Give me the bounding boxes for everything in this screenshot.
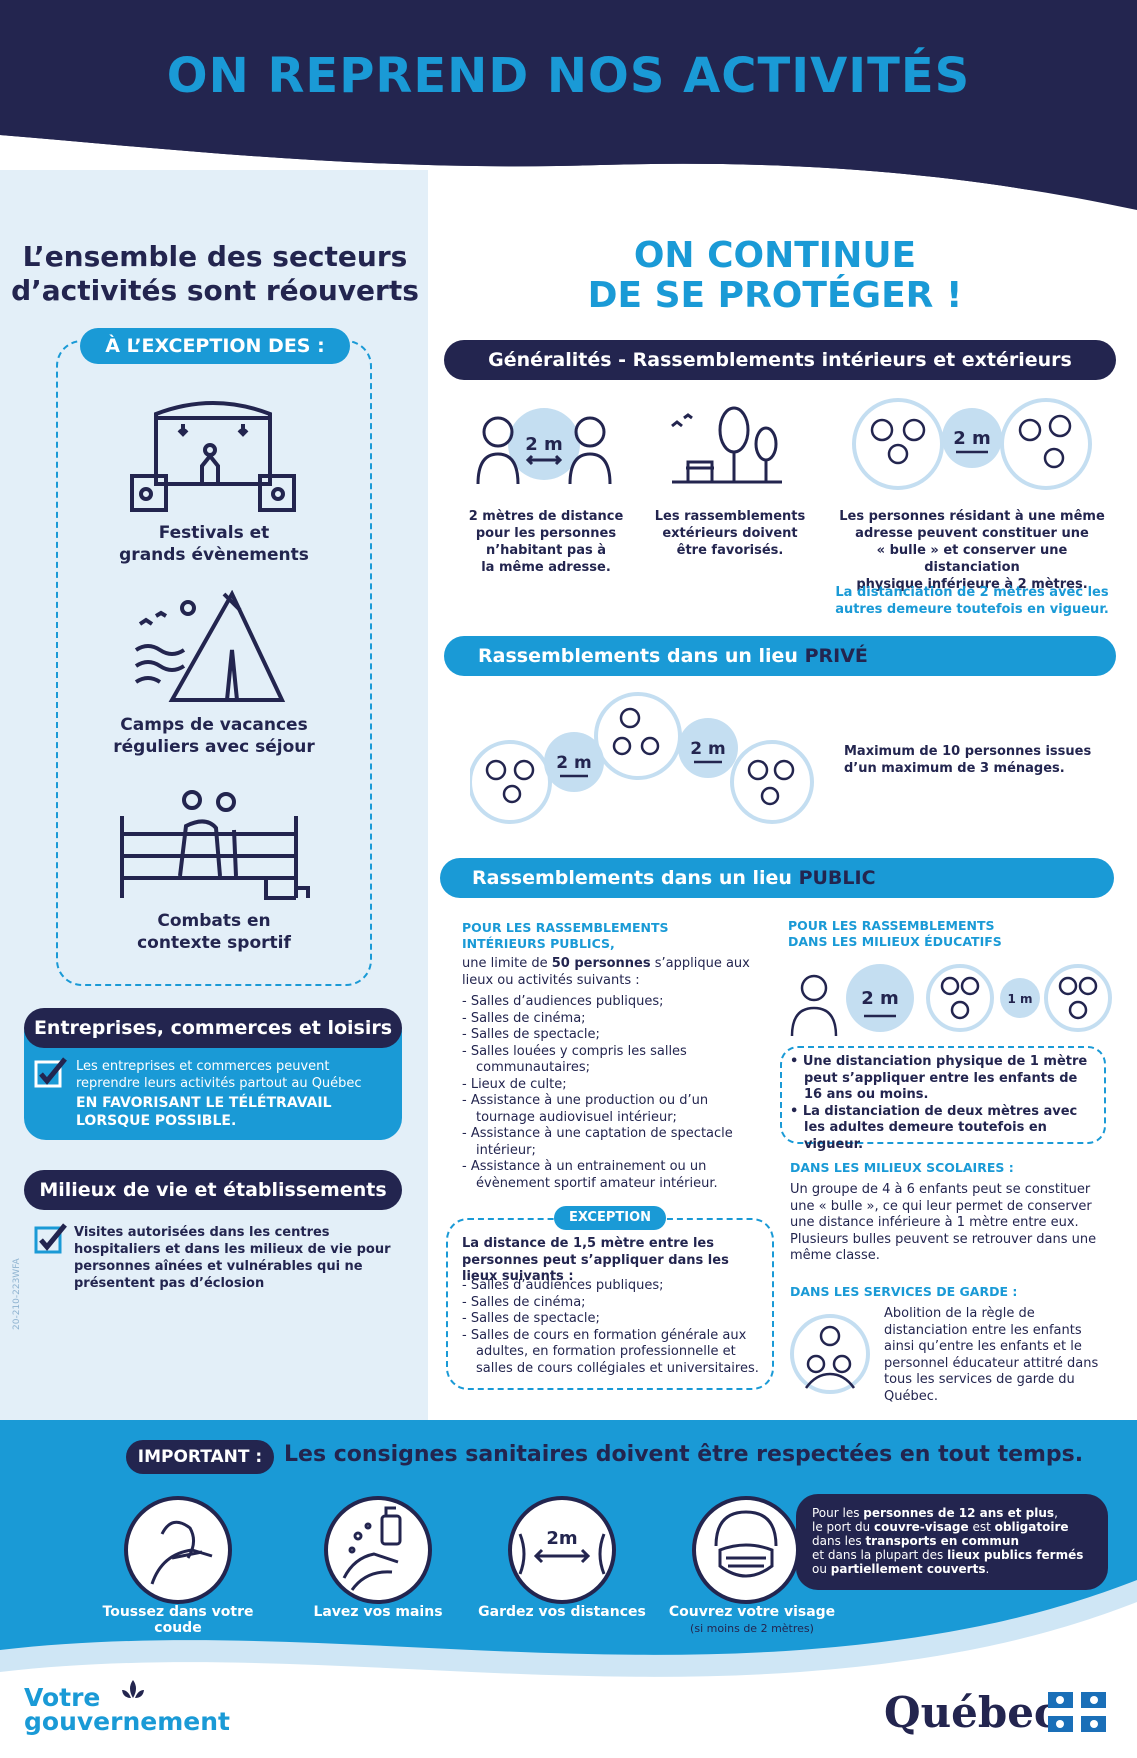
header-wave bbox=[0, 130, 1137, 190]
two-people-distance-icon: 2 m bbox=[476, 408, 612, 485]
checkbox-icon bbox=[34, 1057, 67, 1088]
boxing-ring-icon bbox=[120, 790, 310, 900]
exception-label: À L’EXCEPTION DES : bbox=[80, 328, 350, 364]
checkbox-icon bbox=[34, 1223, 67, 1254]
distance-label: 1 m bbox=[1007, 992, 1032, 1006]
tent-icon bbox=[134, 590, 286, 702]
edu-distance-icon: 2 m 1 m bbox=[790, 964, 1112, 1037]
distance-label: 2 m bbox=[953, 428, 991, 449]
stage-icon bbox=[130, 401, 296, 512]
quebec-logo: Québec bbox=[884, 1688, 1060, 1737]
distance-label: 2 m bbox=[556, 753, 591, 773]
distance-label: 2 m bbox=[861, 988, 899, 1009]
milieux-title: Milieux de vie et établissements bbox=[24, 1170, 402, 1210]
public-interior-intro: une limite de 50 personnes s’applique au… bbox=[462, 956, 750, 988]
section-prive-title: Rassemblements dans un lieu PRIVÉ bbox=[444, 636, 1116, 676]
private-gathering-icon: 2 m 2 m bbox=[470, 692, 814, 824]
milieux-text: Visites autorisées dans les centres hosp… bbox=[74, 1225, 391, 1291]
wash-hands-icon bbox=[324, 1496, 432, 1604]
exception-pill: EXCEPTION bbox=[554, 1206, 666, 1230]
keep-distance-icon: 2m bbox=[508, 1496, 616, 1604]
exception-text: La distance de 1,5 mètre entre les perso… bbox=[462, 1236, 729, 1284]
business-text: Les entreprises et commerces peuvent rep… bbox=[76, 1059, 362, 1091]
quebec-flag-icon bbox=[1048, 1692, 1106, 1732]
garde-heading: DANS LES SERVICES DE GARDE : bbox=[790, 1284, 1018, 1299]
votre-gouvernement-logo: Votre gouvernement bbox=[24, 1683, 230, 1736]
edu-bullets: Une distanciation physique de 1 mètre pe… bbox=[790, 1054, 1096, 1153]
section-public-title: Rassemblements dans un lieu PUBLIC bbox=[440, 858, 1114, 898]
distance-label: 2 m bbox=[525, 434, 563, 455]
daycare-icon bbox=[790, 1314, 870, 1394]
sign-label-cough: Toussez dans votre coude bbox=[102, 1604, 254, 1636]
public-interior-list: Salles d’audiences publiques; Salles de … bbox=[462, 994, 762, 1192]
mask-info-text: Pour les personnes de 12 ans et plus, le… bbox=[812, 1506, 1084, 1576]
distance-label: 2m bbox=[546, 1528, 577, 1549]
mask-sublabel: (si moins de 2 mètres) bbox=[690, 1622, 814, 1635]
sign-label-distance: Gardez vos distances bbox=[478, 1604, 646, 1620]
school-text: Un groupe de 4 à 6 enfants peut se const… bbox=[790, 1182, 1097, 1263]
important-label: IMPORTANT : bbox=[126, 1440, 274, 1474]
fleur-icon bbox=[122, 1680, 144, 1698]
document-code: 20-210-223WFA bbox=[12, 1258, 22, 1330]
page-title: ON REPREND NOS ACTIVITÉS bbox=[166, 48, 971, 104]
sign-label-mask: Couvrez votre visage bbox=[668, 1604, 836, 1620]
exception-list: Salles d’audiences publiques; Salles de … bbox=[462, 1278, 766, 1377]
section-general-title: Généralités - Rassemblements intérieurs … bbox=[444, 340, 1116, 411]
bubble-households-icon: 2 m bbox=[852, 398, 1092, 490]
business-emphasis: EN FAVORISANT LE TÉLÉTRAVAIL LORSQUE POS… bbox=[76, 1095, 332, 1129]
park-icon bbox=[671, 406, 782, 484]
mask-info-box bbox=[796, 1494, 1108, 1590]
business-title: Entreprises, commerces et loisirs bbox=[24, 1008, 402, 1048]
left-column bbox=[0, 170, 428, 1420]
left-heading: L’ensemble des secteurs d’activités sont… bbox=[11, 240, 419, 307]
cough-elbow-icon bbox=[124, 1496, 232, 1604]
right-heading: ON CONTINUE DE SE PROTÉGER ! bbox=[587, 235, 963, 316]
important-text: Les consignes sanitaires doivent être re… bbox=[284, 1442, 1084, 1467]
school-heading: DANS LES MILIEUX SCOLAIRES : bbox=[790, 1160, 1014, 1175]
face-mask-icon bbox=[692, 1496, 800, 1604]
garde-text: Abolition de la règle de distanciation e… bbox=[884, 1306, 1099, 1404]
distance-label: 2 m bbox=[690, 739, 725, 759]
sign-label-hands: Lavez vos mains bbox=[313, 1604, 443, 1620]
